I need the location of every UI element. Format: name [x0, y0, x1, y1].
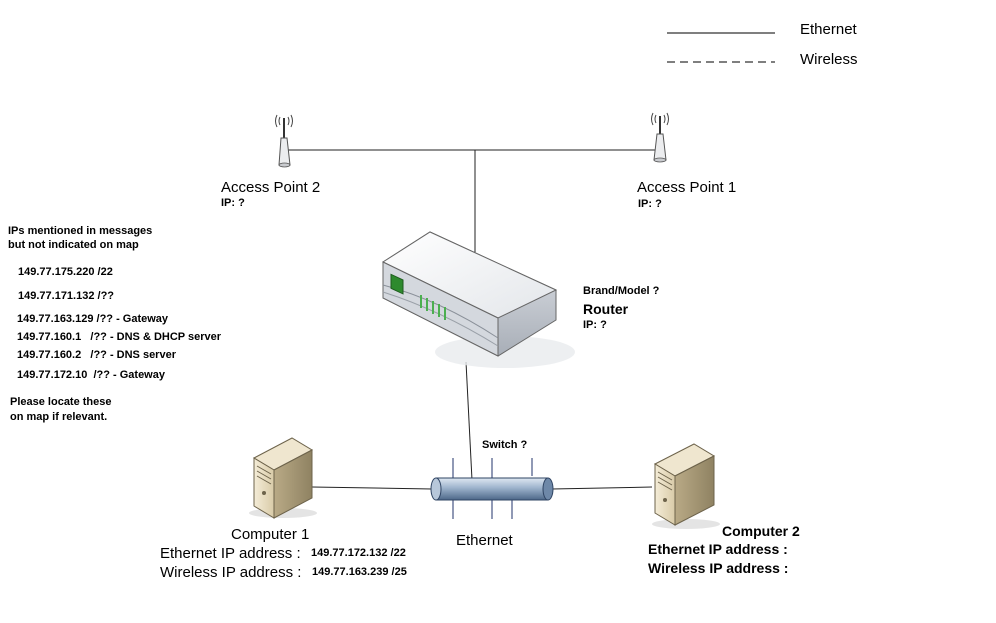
router-label: Router	[583, 301, 629, 317]
access-point-2-ip: IP: ?	[221, 197, 245, 209]
access-point-2-icon	[275, 114, 293, 168]
notes-ip-item: 149.77.175.220 /22	[18, 266, 113, 278]
switch-ethernet-label: Ethernet	[456, 532, 513, 549]
computer-1-ethernet-ip: 149.77.172.132 /22	[311, 547, 406, 559]
router-ip: IP: ?	[583, 319, 607, 331]
computer-2-label: Computer 2	[722, 523, 800, 539]
router-icon	[381, 231, 575, 368]
notes-footer-line2: on map if relevant.	[10, 411, 108, 423]
switch-to-computer2-line	[551, 486, 653, 490]
switch-icon	[430, 458, 554, 519]
router-brand-label: Brand/Model ?	[583, 285, 660, 297]
notes-ip-item: 149.77.160.1 /?? - DNS & DHCP server	[17, 331, 222, 343]
notes-heading-line2: but not indicated on map	[8, 239, 139, 251]
notes-ip-item: 149.77.171.132 /??	[18, 290, 115, 302]
computer-2-ethernet-label: Ethernet IP address :	[648, 541, 788, 557]
computer1-to-switch-line	[311, 486, 433, 490]
access-point-2-label: Access Point 2	[221, 179, 321, 196]
switch-label: Switch ?	[482, 439, 528, 451]
notes-heading-line1: IPs mentioned in messages	[8, 225, 153, 237]
notes-ip-item: 149.77.160.2 /?? - DNS server	[17, 349, 176, 361]
access-point-1-label: Access Point 1	[637, 179, 737, 196]
notes-footer-line1: Please locate these	[10, 396, 112, 408]
notes-ip-item: 149.77.163.129 /?? - Gateway	[17, 313, 169, 325]
router-to-switch-line	[465, 361, 473, 481]
computer-2-icon	[652, 443, 720, 529]
computer-2-wireless-label: Wireless IP address :	[648, 560, 789, 576]
legend-wireless-label: Wireless	[800, 51, 858, 68]
computer-1-ethernet-label: Ethernet IP address :	[160, 545, 301, 562]
computer-1-wireless-ip: 149.77.163.239 /25	[312, 566, 407, 578]
access-point-1-ip: IP: ?	[638, 198, 662, 210]
legend-ethernet-label: Ethernet	[800, 21, 857, 38]
notes-ip-item: 149.77.172.10 /?? - Gateway	[17, 369, 165, 381]
computer-1-icon	[249, 437, 317, 519]
computer-1-wireless-label: Wireless IP address :	[160, 564, 302, 581]
access-point-1-icon	[651, 112, 669, 163]
computer-1-label: Computer 1	[231, 526, 310, 543]
